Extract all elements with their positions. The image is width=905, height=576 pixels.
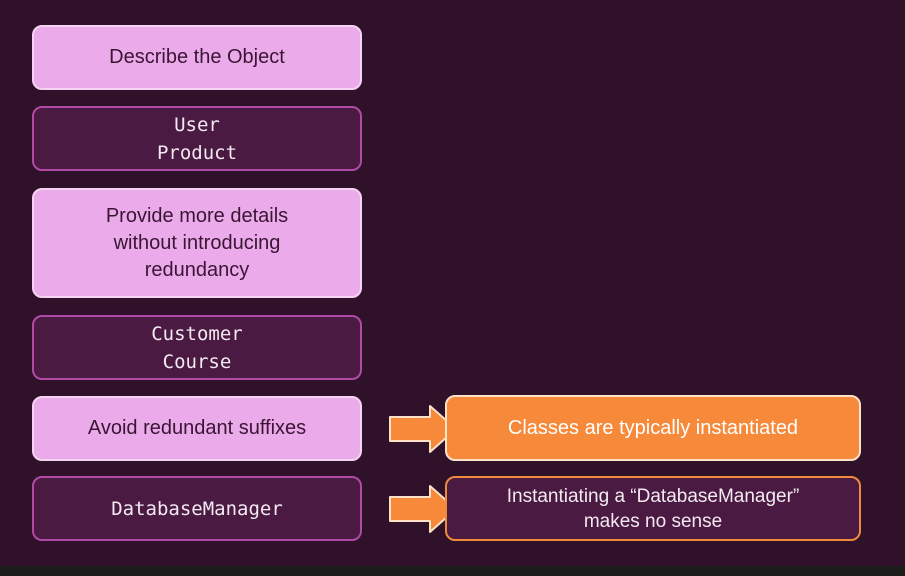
no-sense-line-2: makes no sense xyxy=(583,510,723,532)
details-line-2: without introducing xyxy=(113,231,281,254)
avoid-suffixes-box: Avoid redundant suffixes xyxy=(32,396,362,461)
database-manager-box: DatabaseManager xyxy=(32,476,362,541)
instantiated-label: Classes are typically instantiated xyxy=(507,416,799,439)
right-arrow-shape xyxy=(389,485,457,533)
example-product-label: Product xyxy=(156,141,238,164)
describe-object-box: Describe the Object xyxy=(32,25,362,90)
details-line-3: redundancy xyxy=(144,258,250,281)
provide-details-box: Provide more details without introducing… xyxy=(32,188,362,298)
details-line-1: Provide more details xyxy=(105,204,289,227)
footer-bar xyxy=(0,566,905,576)
instantiated-callout: Classes are typically instantiated xyxy=(445,395,861,461)
avoid-suffixes-label: Avoid redundant suffixes xyxy=(87,417,307,439)
example-customer-label: Customer xyxy=(151,322,243,345)
right-arrow-icon xyxy=(389,405,457,453)
example-customer-course-box: Customer Course xyxy=(32,315,362,380)
right-arrow-shape xyxy=(389,405,457,453)
describe-object-label: Describe the Object xyxy=(109,46,285,68)
no-sense-line-1: Instantiating a “DatabaseManager” xyxy=(506,485,800,507)
example-course-label: Course xyxy=(162,350,232,373)
example-user-product-box: User Product xyxy=(32,106,362,171)
database-manager-label: DatabaseManager xyxy=(111,497,283,520)
right-arrow-icon xyxy=(389,485,457,533)
no-sense-callout: Instantiating a “DatabaseManager” makes … xyxy=(445,476,861,541)
example-user-label: User xyxy=(174,113,220,136)
